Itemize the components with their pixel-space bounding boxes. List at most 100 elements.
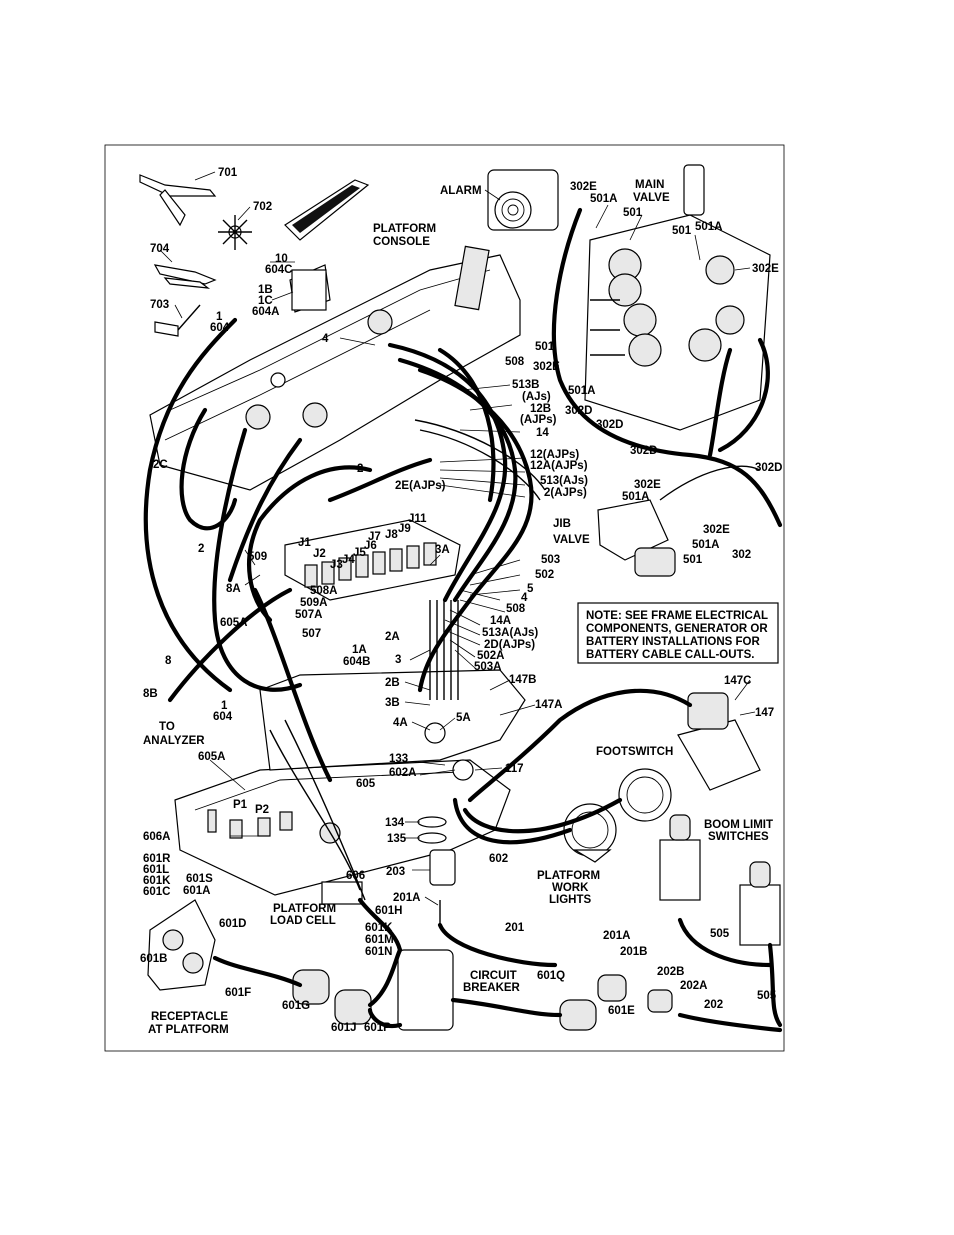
label-135: 135 (387, 833, 407, 845)
label-4-mid: 4 (521, 592, 528, 604)
label-j8: J8 (385, 529, 398, 541)
label-8b: 8B (143, 688, 158, 700)
wire-harness (269, 299, 761, 925)
label-circuit-breaker-2: BREAKER (463, 982, 521, 994)
pliers-tool-704 (153, 264, 217, 289)
leader-lines (159, 171, 756, 906)
label-601b: 601B (140, 953, 168, 965)
label-601g: 601G (282, 1000, 310, 1012)
label-602: 602 (489, 853, 508, 865)
crimp-tool-701 (139, 174, 217, 227)
label-117: 117 (505, 763, 524, 775)
label-601j: 601J (331, 1022, 357, 1034)
label-501a-top: 501A (590, 193, 618, 205)
note-box: NOTE: SEE FRAME ELECTRICAL COMPONENTS, G… (577, 602, 779, 664)
label-601s: 601S (186, 873, 213, 885)
label-jib-valve-2: VALVE (553, 534, 590, 546)
label-j3: J3 (330, 559, 343, 571)
label-2-mid: 2 (357, 463, 363, 475)
label-507a: 507A (295, 609, 323, 621)
label-2b: 2B (385, 677, 400, 689)
label-5: 5 (527, 583, 534, 595)
cables (143, 207, 783, 1033)
label-507: 507 (302, 628, 321, 640)
label-202: 202 (704, 999, 723, 1011)
label-ajps-1: (AJPs) (520, 414, 557, 426)
label-j4: J4 (342, 554, 355, 566)
label-501a-left: 501A (568, 385, 596, 397)
label-508-mid: 508 (506, 603, 526, 615)
label-605a-low: 605A (198, 751, 226, 763)
label-302d-3: 302D (630, 445, 658, 457)
label-602a: 602A (389, 767, 417, 779)
label-3a: 3A (435, 544, 450, 556)
label-j9: J9 (398, 523, 411, 535)
label-203: 203 (386, 866, 405, 878)
label-502: 502 (535, 569, 554, 581)
label-5a: 5A (456, 712, 471, 724)
label-701: 701 (218, 167, 238, 179)
jib-valve (597, 499, 676, 577)
insertion-tool-703 (154, 304, 201, 337)
label-4-top: 4 (322, 333, 329, 345)
label-604a-top: 604A (252, 306, 280, 318)
label-platform-console-1: PLATFORM (373, 223, 436, 235)
label-10: 10 (275, 253, 288, 265)
label-513a-ajs: 513A(AJs) (482, 627, 538, 639)
label-1-a: 1 (216, 311, 223, 323)
control-box (174, 669, 526, 896)
label-302e-right: 302E (752, 263, 779, 275)
label-302d-1: 302D (565, 405, 593, 417)
label-201a-right: 201A (603, 930, 631, 942)
work-lights (563, 768, 672, 863)
label-work-lights-1: PLATFORM (537, 870, 600, 882)
label-j11: J11 (408, 513, 427, 525)
label-513b: 513B (512, 379, 540, 391)
label-j6: J6 (364, 540, 377, 552)
label-j1: J1 (298, 537, 311, 549)
label-147: 147 (755, 707, 774, 719)
callout-labels: 701 702 704 703 1 604 10 604C 1B 1C 604A… (140, 167, 783, 1036)
label-circuit-breaker-1: CIRCUIT (470, 970, 517, 982)
label-501a-mid: 501A (695, 221, 723, 233)
label-604-low: 604 (213, 711, 233, 723)
label-503a: 503A (474, 661, 502, 673)
alarm-unit (487, 169, 559, 231)
receptacle-box (147, 899, 216, 991)
label-p1: P1 (233, 799, 248, 811)
label-601a: 601A (183, 885, 211, 897)
footswitch-unit (677, 692, 761, 791)
label-147c: 147C (724, 675, 752, 687)
label-508-top: 508 (505, 356, 525, 368)
label-1-low: 1 (221, 700, 228, 712)
label-505-right: 505 (757, 990, 777, 1002)
label-2a: 2A (385, 631, 400, 643)
label-601k: 601K (143, 875, 171, 887)
boom-limit-switches (659, 814, 781, 946)
label-601e: 601E (608, 1005, 635, 1017)
label-2e-ajps: 2E(AJPs) (395, 480, 446, 492)
label-boom-limit-2: SWITCHES (708, 831, 769, 843)
note-line-1: NOTE: SEE FRAME ELECTRICAL (586, 610, 768, 622)
label-134: 134 (385, 817, 405, 829)
label-604b: 604B (343, 656, 371, 668)
label-509a: 509A (300, 597, 328, 609)
label-jib-valve-1: JIB (553, 518, 571, 530)
label-302d-right: 302D (755, 462, 783, 474)
label-605: 605 (356, 778, 376, 790)
label-main-valve-1: MAIN (635, 179, 664, 191)
label-601l: 601L (143, 864, 169, 876)
label-501-jib: 501 (683, 554, 703, 566)
label-platform-load-cell-1: PLATFORM (273, 903, 336, 915)
label-3b: 3B (385, 697, 400, 709)
label-202b: 202B (657, 966, 685, 978)
label-2c: 2C (153, 459, 168, 471)
label-201a-mid: 201A (393, 892, 421, 904)
label-605a: 605A (220, 617, 248, 629)
label-501-left: 501 (535, 341, 555, 353)
label-302e-top: 302E (570, 181, 597, 193)
note-line-3: BATTERY INSTALLATIONS FOR (586, 636, 760, 648)
label-4a: 4A (393, 717, 408, 729)
label-platform-load-cell-2: LOAD CELL (270, 915, 336, 927)
note-line-4: BATTERY CABLE CALL-OUTS. (586, 649, 754, 661)
